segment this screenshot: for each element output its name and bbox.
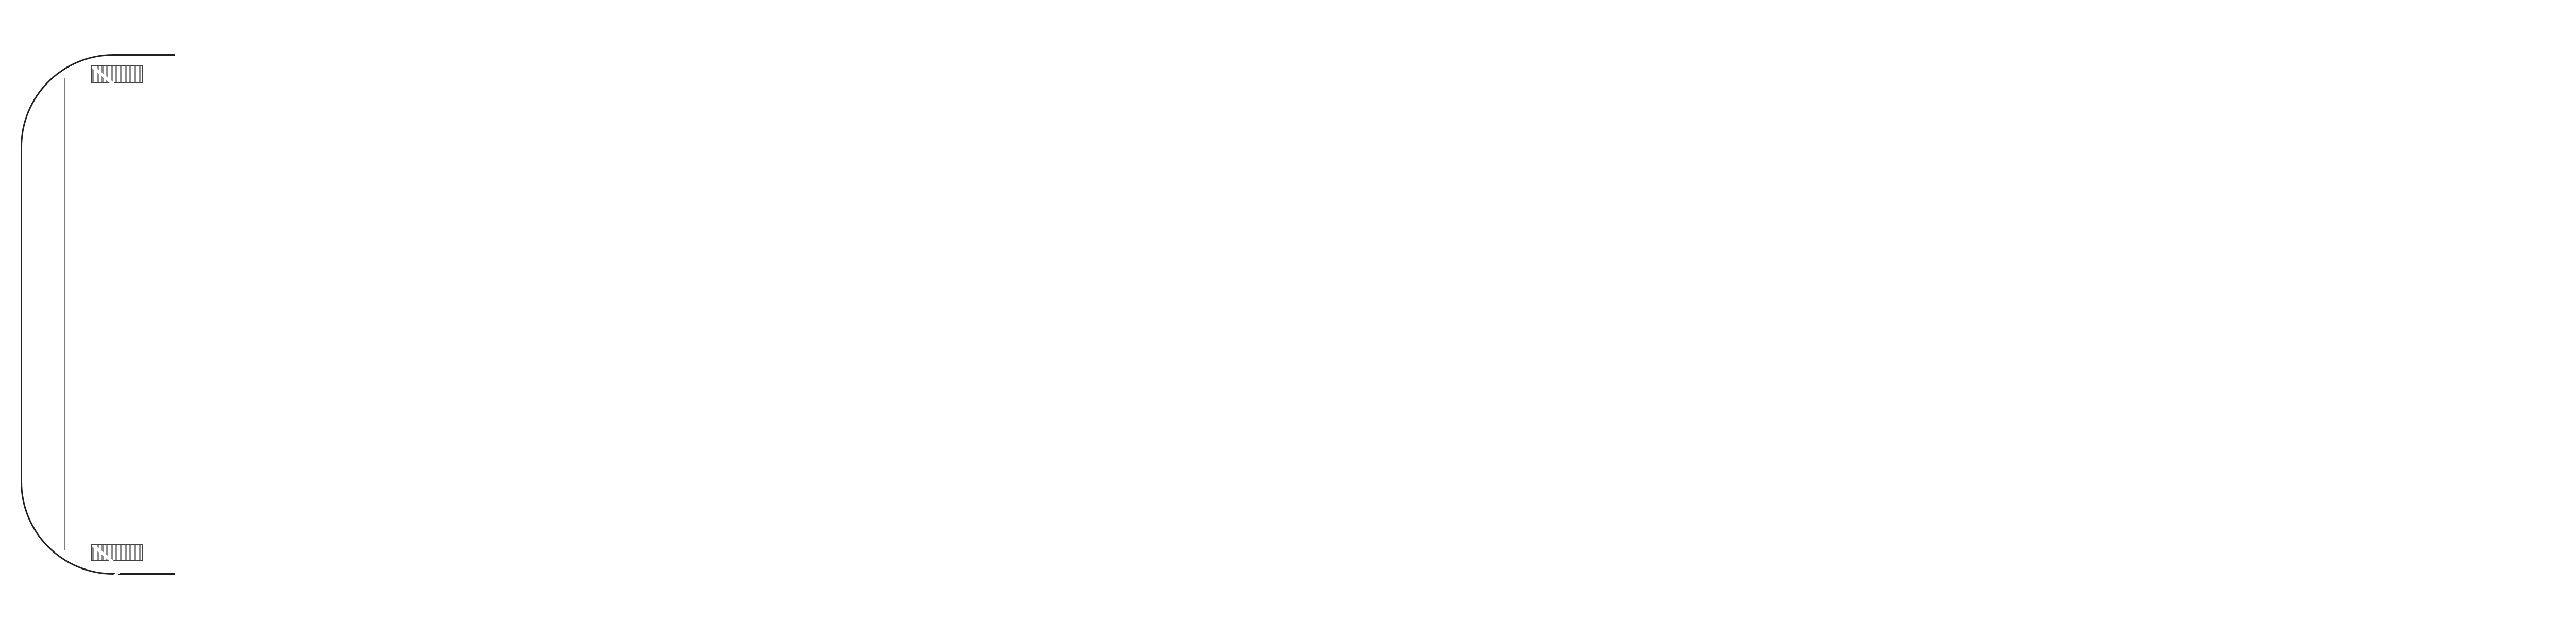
partition-wall: [64, 78, 65, 550]
staircase-icon: [91, 544, 143, 594]
stern-hull-outline: [21, 54, 175, 575]
staircase-icon: [91, 65, 143, 116]
